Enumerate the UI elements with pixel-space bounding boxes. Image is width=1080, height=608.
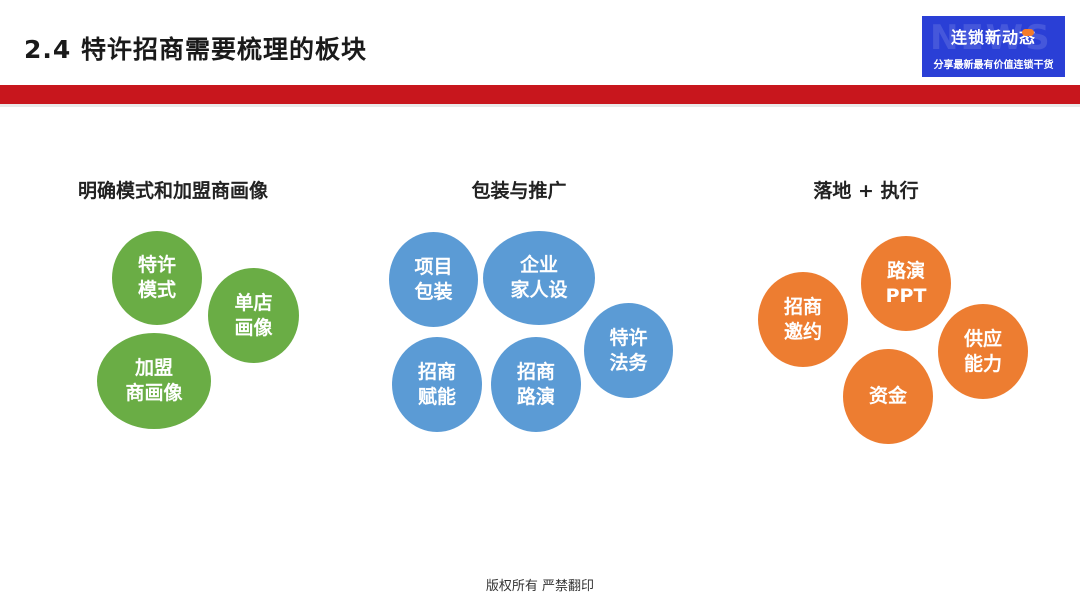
bubble-franchise-legal: 特许 法务 xyxy=(584,303,673,398)
logo-subtitle: 分享最新最有价值连锁干货 xyxy=(933,60,1054,71)
bubble-franchisee-portrait: 加盟 商画像 xyxy=(97,333,211,429)
bubble-investment-roadshow: 招商 路演 xyxy=(491,337,581,432)
bubble-funding: 资金 xyxy=(843,349,933,444)
logo-watermark-text: NEWS xyxy=(930,18,1052,58)
group-title-execution: 落地 + 执行 xyxy=(813,180,919,202)
header-divider-shadow xyxy=(0,104,1080,107)
footer-copyright: 版权所有 严禁翻印 xyxy=(485,579,595,594)
group-title-model: 明确模式和加盟商画像 xyxy=(77,180,268,202)
bubble-project-packaging: 项目 包装 xyxy=(389,232,478,327)
header-divider-bar xyxy=(0,85,1080,104)
bubble-entrepreneur-persona: 企业 家人设 xyxy=(483,231,595,325)
bubble-roadshow-ppt: 路演 PPT xyxy=(861,236,951,331)
page-title: 2.4 特许招商需要梳理的板块 xyxy=(24,35,367,64)
bubble-store-portrait: 单店 画像 xyxy=(208,268,299,363)
bubble-investment-enablement: 招商 赋能 xyxy=(392,337,482,432)
bubble-franchise-model: 特许 模式 xyxy=(112,231,202,325)
logo-accent-icon xyxy=(1022,29,1034,36)
group-title-packaging: 包装与推广 xyxy=(471,180,567,202)
logo-title: 连锁新动态 xyxy=(950,28,1036,47)
brand-logo: NEWS 连锁新动态 分享最新最有价值连锁干货 xyxy=(922,16,1065,77)
bubble-investment-invitation: 招商 邀约 xyxy=(758,272,848,367)
bubble-supply-capacity: 供应 能力 xyxy=(938,304,1028,399)
